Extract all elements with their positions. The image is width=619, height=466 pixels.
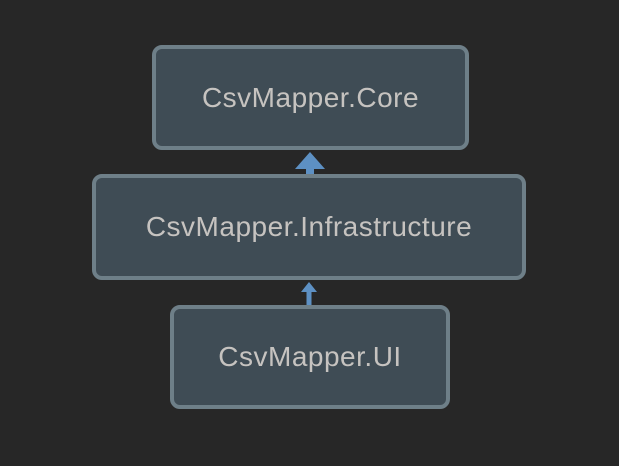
arrow-infrastructure-to-core-icon (295, 152, 325, 175)
node-csvmapper-core: CsvMapper.Core (152, 45, 469, 150)
node-csvmapper-infrastructure: CsvMapper.Infrastructure (92, 174, 526, 280)
node-csvmapper-ui: CsvMapper.UI (170, 305, 450, 409)
node-csvmapper-infrastructure-label: CsvMapper.Infrastructure (145, 211, 473, 242)
node-csvmapper-core-label: CsvMapper.Core (201, 81, 420, 113)
arrow-ui-to-infrastructure-icon (301, 282, 317, 305)
node-csvmapper-ui-label: CsvMapper.UI (218, 341, 402, 372)
